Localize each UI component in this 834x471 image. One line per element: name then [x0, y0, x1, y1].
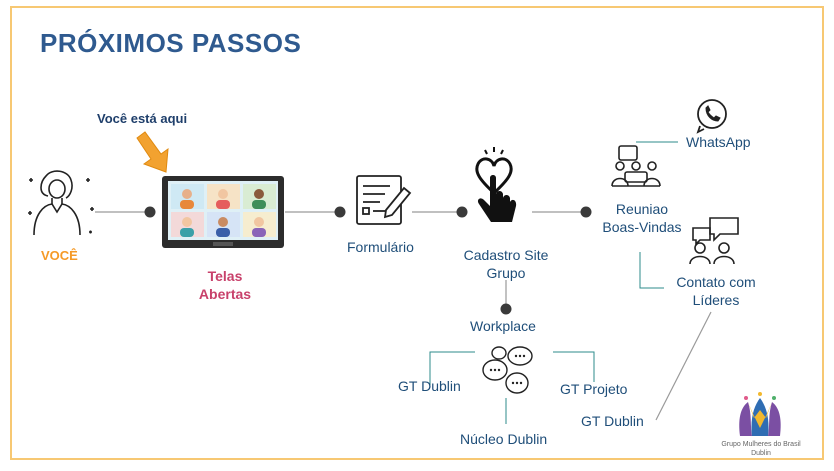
formulario-label: Formulário: [347, 239, 414, 255]
whatsapp-label: WhatsApp: [686, 134, 751, 150]
contato-label-line2: Líderes: [692, 292, 740, 308]
cadastro-label: Cadastro Site Grupo: [458, 246, 554, 282]
nucleo-dublin-label: Núcleo Dublin: [460, 431, 548, 447]
telas-label-line2: Abertas: [198, 286, 252, 302]
meeting-icon: [611, 145, 661, 187]
step-dot-4: [580, 206, 592, 218]
you-are-here-label: Você está aqui: [97, 111, 188, 126]
reuniao-label-line2: Boas-Vindas: [602, 219, 682, 235]
person-icon: [28, 170, 94, 236]
contato-label: Contato com Líderes: [668, 273, 764, 309]
voce-label: VOCÊ: [41, 248, 78, 263]
chat-people-icon: [689, 217, 739, 265]
step-dot-5: [500, 303, 512, 315]
whatsapp-icon: [696, 99, 727, 134]
step-dot-1: [144, 206, 156, 218]
cadastro-label-line1: Cadastro Site: [463, 247, 549, 263]
chat-bubbles-icon: [482, 346, 533, 394]
workplace-label: Workplace: [470, 318, 536, 334]
logo-text: Grupo Mulheres do Brasil Dublin: [716, 440, 806, 458]
reuniao-label: Reuniao Boas-Vindas: [594, 200, 690, 236]
step-dot-2: [334, 206, 346, 218]
telas-abertas-label: Telas Abertas: [194, 267, 256, 303]
logo-text-line2: Dublin: [751, 450, 771, 457]
contato-label-line1: Contato com: [676, 274, 756, 290]
gt-projeto-label: GT Projeto: [560, 381, 628, 397]
logo-text-line1: Grupo Mulheres do Brasil: [721, 441, 801, 448]
video-call-screen-icon: [162, 176, 284, 248]
heart-hand-icon: [475, 147, 517, 222]
gt-dublin-right-label: GT Dublin: [581, 413, 644, 429]
step-dot-3: [456, 206, 468, 218]
form-icon: [356, 175, 412, 225]
logo-icon: [739, 392, 781, 436]
gt-dublin-left-label: GT Dublin: [398, 378, 461, 394]
arrow-icon: [136, 131, 169, 173]
page-title: PRÓXIMOS PASSOS: [40, 28, 302, 58]
slide-frame: [10, 6, 824, 460]
cadastro-label-line2: Grupo: [486, 265, 526, 281]
telas-label-line1: Telas: [207, 268, 243, 284]
reuniao-label-line1: Reuniao: [615, 201, 669, 217]
